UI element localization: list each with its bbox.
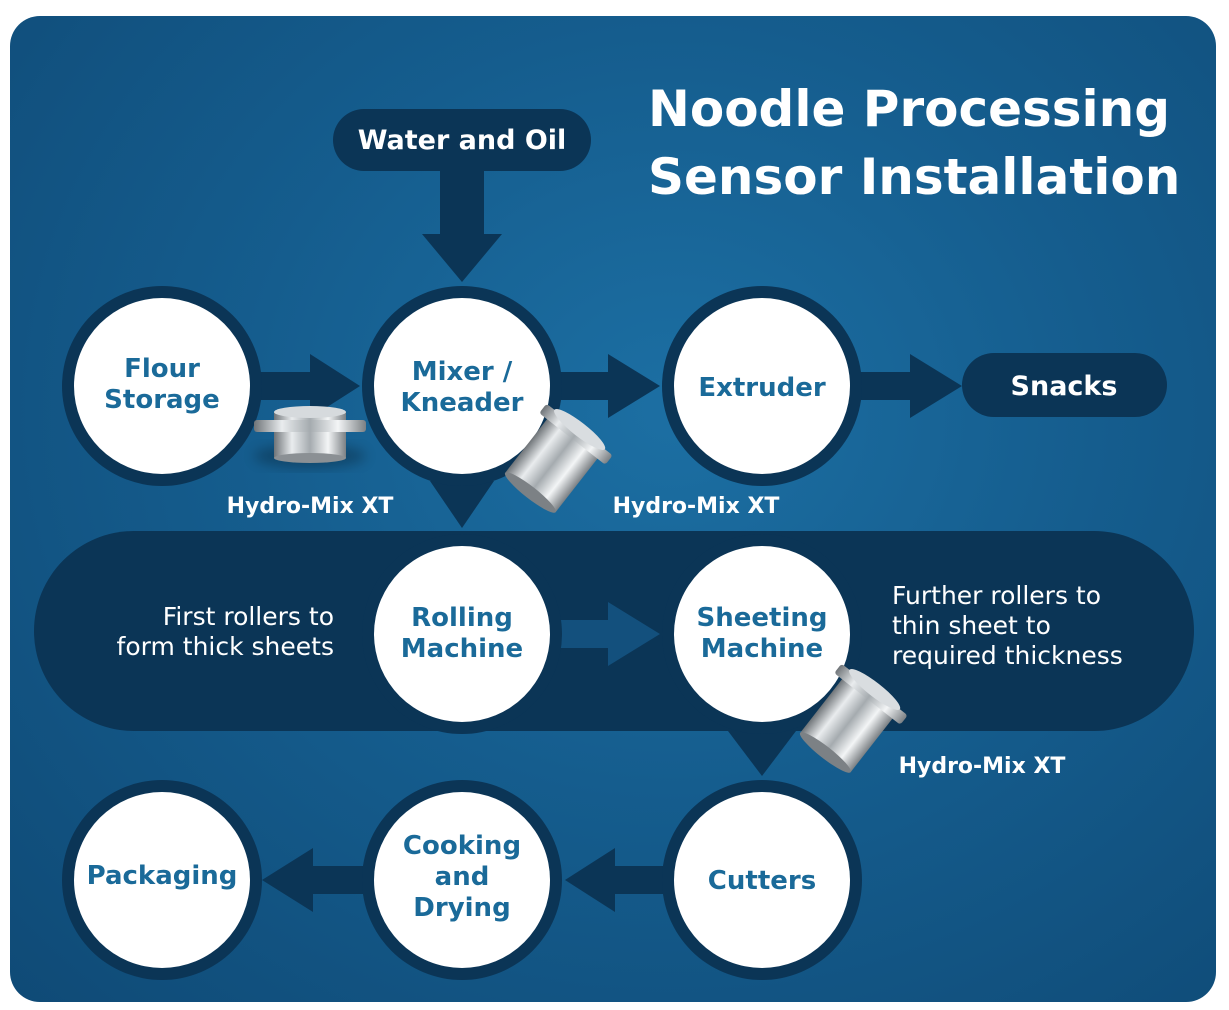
sheeting-note-line-1: Further rollers to: [892, 581, 1101, 610]
rolling-line-1: Rolling: [411, 603, 513, 633]
cooking-line-3: Drying: [413, 893, 510, 923]
sheeting-line-1: Sheeting: [697, 603, 828, 633]
title-line-1: Noodle Processing: [648, 80, 1170, 138]
title-line-2: Sensor Installation: [648, 148, 1180, 206]
sensor-flour-label: Hydro-Mix XT: [227, 494, 394, 519]
water-oil-pill: [333, 109, 591, 171]
arrow-extruder-to-snacks: [858, 354, 962, 418]
sensor-mixer-icon: [504, 404, 612, 513]
sheeting-note-line-2: thin sheet to: [892, 611, 1051, 640]
arrow-flour-to-mixer: [250, 354, 360, 418]
rolling-note-line-1: First rollers to: [163, 602, 334, 631]
arrow-cooking-to-packaging: [262, 848, 365, 912]
flow-diagram: Noodle Processing Sensor Installation Wa…: [34, 80, 1194, 980]
arrow-rolling-to-sheeting: [555, 602, 660, 666]
snacks-pill: [962, 353, 1167, 417]
sheeting-line-2: Machine: [701, 634, 823, 664]
snacks-label: Snacks: [1011, 371, 1118, 402]
node-cutters: Cutters: [662, 780, 862, 980]
rolling-line-2: Machine: [401, 634, 523, 664]
packaging-label: Packaging: [87, 861, 238, 891]
arrow-mixer-to-extruder: [555, 354, 660, 418]
cutters-label: Cutters: [708, 866, 816, 896]
sheeting-note-line-3: required thickness: [892, 641, 1123, 670]
sensor-flour-icon: [254, 406, 366, 468]
cooking-line-1: Cooking: [403, 831, 521, 861]
diagram-panel: Noodle Processing Sensor Installation Wa…: [10, 16, 1216, 1002]
arrow-sheeting-to-cutters: [728, 731, 796, 776]
flour-storage-line-2: Storage: [104, 385, 220, 415]
mixer-line-1: Mixer /: [412, 357, 513, 387]
rolling-note-line-2: form thick sheets: [117, 632, 334, 661]
svg-text:Mixer /Kneader: Mixer /Kneader: [401, 357, 524, 418]
sensor-mixer-label: Hydro-Mix XT: [613, 494, 780, 519]
sensor-sheeting-label: Hydro-Mix XT: [899, 754, 1066, 779]
arrow-mixer-to-rolling: [430, 481, 494, 528]
node-packaging: Packaging: [62, 780, 262, 980]
flour-storage-line-1: Flour: [124, 354, 200, 384]
node-extruder: Extruder: [662, 286, 862, 486]
water-oil-label: Water and Oil: [358, 125, 567, 156]
cooking-line-2: and: [435, 862, 490, 892]
water-oil-arrow: [422, 171, 502, 282]
mixer-line-2: Kneader: [401, 388, 524, 418]
node-mixer-kneader: Mixer /Kneader: [362, 286, 562, 486]
arrow-cutters-to-cooking: [565, 848, 670, 912]
sensor-sheeting-icon: [799, 664, 907, 773]
extruder-label: Extruder: [698, 373, 826, 403]
